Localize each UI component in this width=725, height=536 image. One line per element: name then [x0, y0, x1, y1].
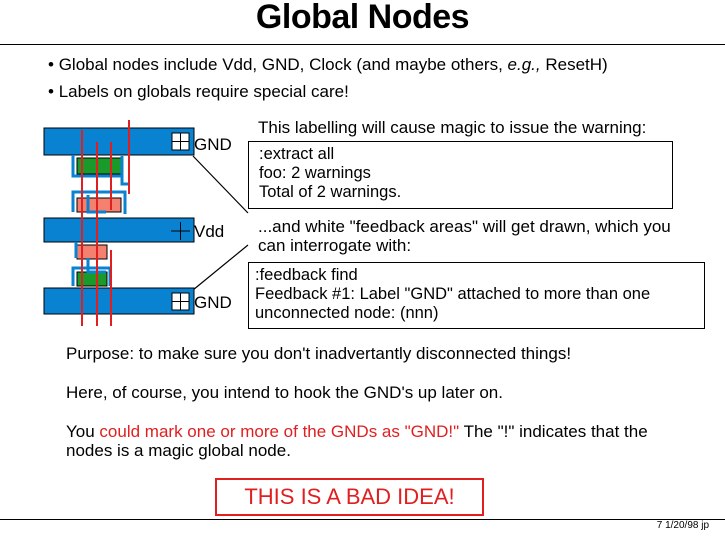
diagram-label-vdd: Vdd: [194, 222, 225, 241]
ndiff-region: [76, 157, 122, 175]
bullet-mark: •: [48, 55, 59, 74]
bullet-text: Labels on globals require special care!: [58, 82, 349, 101]
footer-rule: [0, 519, 725, 520]
connector-line: [192, 244, 249, 291]
bullet-text-end: ResetH): [540, 55, 608, 74]
mark-text-line2: nodes is a magic global node.: [66, 441, 291, 460]
output-line: Feedback #1: Label "GND" attached to mor…: [255, 285, 651, 303]
bullet-emphasis: e.g.,: [507, 55, 541, 74]
pdiff-region: [76, 197, 122, 213]
output-line: Total of 2 warnings.: [259, 183, 402, 201]
bullet-mark: •: [48, 82, 59, 101]
output-line: unconnected node: (nnn): [255, 304, 439, 322]
output-line: foo: 2 warnings: [259, 164, 371, 182]
purpose-text: Purpose: to make sure you don't inadvert…: [66, 344, 572, 363]
slide-footer: 7 1/20/98 jp: [656, 520, 709, 531]
mark-text: You could mark one or more of the GNDs a…: [66, 422, 648, 442]
gnd-rail-top: [43, 127, 195, 156]
warning-output-box: :extract all foo: 2 warnings Total of 2 …: [248, 141, 673, 209]
feedback-output-box: :feedback find Feedback #1: Label "GND" …: [248, 262, 705, 329]
vdd-rail: [43, 217, 195, 243]
label-marker-vdd: [171, 222, 190, 240]
callout-feedback-intro: ...and white "feedback areas" will get d…: [258, 217, 671, 236]
mark-text-start: You: [66, 422, 100, 441]
here-text: Here, of course, you intend to hook the …: [66, 383, 503, 402]
output-line: :feedback find: [255, 266, 358, 284]
output-line: :extract all: [259, 145, 335, 163]
bullet-labels: • Labels on globals require special care…: [48, 82, 349, 102]
mark-text-end: The "!" indicates that the: [459, 422, 648, 441]
gnd-rail-bottom: [43, 287, 195, 315]
bad-idea-warning: THIS IS A BAD IDEA!: [215, 478, 484, 516]
title-rule: [0, 44, 725, 45]
mark-text-highlight: could mark one or more of the GNDs as "G…: [99, 422, 460, 441]
connector-line: [192, 155, 249, 214]
bullet-text: Global nodes include Vdd, GND, Clock (an…: [58, 55, 508, 74]
callout-feedback-intro-2: can interrogate with:: [258, 236, 412, 255]
callout-warning-intro: This labelling will cause magic to issue…: [258, 118, 647, 137]
diagram-label-gnd: GND: [194, 293, 232, 312]
diagram-label-gnd: GND: [194, 135, 232, 154]
bullet-globals: • Global nodes include Vdd, GND, Clock (…: [48, 55, 608, 75]
page-title: Global Nodes: [255, 0, 470, 36]
